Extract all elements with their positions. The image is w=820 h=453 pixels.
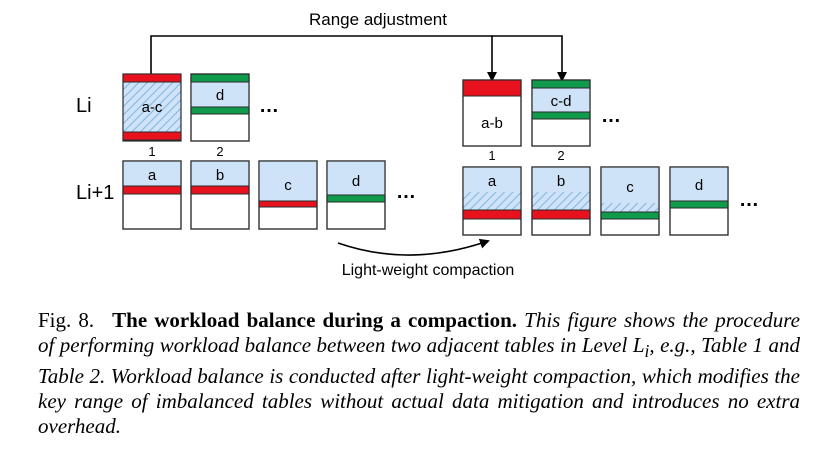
- level-i1-label: Li+1: [76, 182, 114, 204]
- before-lower-table-c: c: [258, 160, 318, 230]
- caption-body-2: , e.g., Table 1 and Table 2. Workload ba…: [38, 333, 800, 439]
- ellipsis: …: [601, 105, 621, 127]
- level-i-label: Li: [76, 95, 92, 117]
- before-lower-table-a: a: [122, 160, 182, 230]
- table-key-range: a-c: [142, 99, 163, 116]
- table-key-range: a: [148, 167, 157, 184]
- caption-body-1: This figure shows the procedure of perfo…: [38, 308, 800, 357]
- after-lower-table-a: a: [462, 166, 522, 236]
- light-weight-compaction-arrow: [337, 238, 490, 256]
- table-key-range: c: [284, 177, 292, 194]
- range-adjustment-arrow: [150, 35, 567, 82]
- before-table-2: d: [190, 73, 250, 142]
- after-table-2: c-d: [531, 79, 591, 147]
- ellipsis: …: [739, 189, 759, 211]
- table-key-range: c: [626, 179, 634, 196]
- after-lower-table-d: d: [669, 166, 729, 236]
- range-adjustment-label: Range adjustment: [309, 10, 447, 29]
- ellipsis: …: [396, 181, 416, 203]
- after-lower-table-b: b: [531, 166, 591, 236]
- figure-caption: Fig. 8. The workload balance during a com…: [38, 308, 800, 439]
- table-number: 2: [557, 148, 564, 163]
- ellipsis: …: [259, 95, 279, 117]
- table-key-range: a-b: [481, 115, 503, 132]
- table-number: 2: [216, 144, 223, 159]
- table-key-range: b: [557, 173, 565, 190]
- table-key-range: d: [352, 173, 360, 190]
- after-lower-table-c: c: [600, 166, 660, 236]
- table-key-range: d: [695, 177, 703, 194]
- light-weight-compaction-label: Light-weight compaction: [342, 262, 515, 279]
- table-key-range: b: [216, 167, 224, 184]
- table-number: 1: [148, 144, 155, 159]
- caption-title: The workload balance during a compaction…: [112, 308, 518, 332]
- after-table-1: a-b: [462, 79, 522, 147]
- table-key-range: d: [216, 87, 224, 104]
- table-key-range: c-d: [551, 93, 572, 110]
- caption-math: L: [632, 333, 645, 357]
- caption-math-subscript: i: [644, 341, 650, 362]
- before-lower-table-d: d: [326, 160, 386, 230]
- table-key-range: a: [488, 173, 497, 190]
- before-lower-table-b: b: [190, 160, 250, 230]
- table-number: 1: [488, 148, 495, 163]
- workload-balance-diagram: Range adjustment Li Li+1 a-c 1 d 2 … a b: [76, 10, 759, 279]
- before-table-1: a-c: [122, 73, 182, 142]
- figure-number: Fig. 8.: [38, 308, 95, 332]
